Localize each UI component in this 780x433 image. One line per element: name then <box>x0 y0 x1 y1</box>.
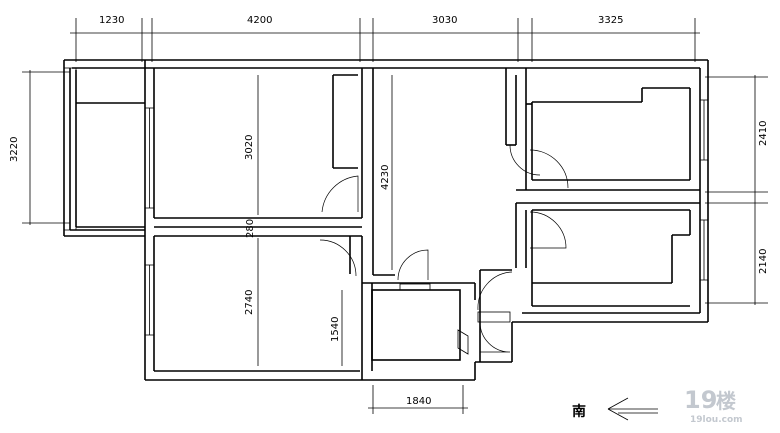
window-balcony <box>63 67 77 231</box>
kitchen-counter <box>371 289 461 361</box>
room-corridor: 4230 <box>372 68 517 276</box>
dim-top-4: 3325 <box>598 15 623 26</box>
door-kitchen <box>397 249 429 281</box>
left-dimension: 3220 <box>9 70 70 225</box>
outer-walls <box>63 59 709 381</box>
dim-room-b: 2740 <box>244 290 255 315</box>
room-lower-left: 2740 280 <box>154 219 363 366</box>
right-dimensions: 2410 2140 <box>705 75 769 305</box>
door-upper-left <box>321 175 359 213</box>
svg-text:19lou.com: 19lou.com <box>690 415 743 425</box>
svg-text:19: 19 <box>684 386 717 414</box>
door-upper-right <box>529 149 569 189</box>
left-arrow-icon <box>607 397 658 421</box>
windows <box>63 67 709 336</box>
room-upper-left: 3020 <box>154 68 363 228</box>
watermark-logo: 19 楼 19lou.com <box>684 386 743 425</box>
dim-room-a: 3020 <box>244 135 255 160</box>
room-lower-right <box>515 202 700 307</box>
dim-right-upper: 2410 <box>758 121 769 146</box>
dim-top-2: 4200 <box>247 15 272 26</box>
dim-top-1: 1230 <box>99 15 124 26</box>
orientation-label: 南 <box>572 403 586 420</box>
dim-top-3: 3030 <box>432 15 457 26</box>
bottom-dimension: 1840 <box>368 385 468 414</box>
dim-wall-gap: 280 <box>245 219 256 238</box>
door-corridor <box>509 144 541 176</box>
dim-bottom: 1840 <box>406 396 431 407</box>
svg-text:楼: 楼 <box>716 389 736 413</box>
top-dimension-chain: 1230 4200 3030 3325 <box>70 15 700 62</box>
room-upper-right <box>509 68 700 191</box>
room-kitchen: 1540 <box>330 249 476 380</box>
dim-right-lower: 2140 <box>758 249 769 274</box>
door-bottom <box>479 321 511 353</box>
door-lower-left <box>319 239 357 277</box>
door-bathroom <box>477 271 513 311</box>
orientation-marker: 南 <box>572 397 658 421</box>
dim-left: 3220 <box>9 137 20 162</box>
bathroom-entry <box>457 269 513 362</box>
dim-corridor: 4230 <box>380 165 391 190</box>
dim-kitchen: 1540 <box>330 317 341 342</box>
door-lower-right <box>529 211 567 249</box>
